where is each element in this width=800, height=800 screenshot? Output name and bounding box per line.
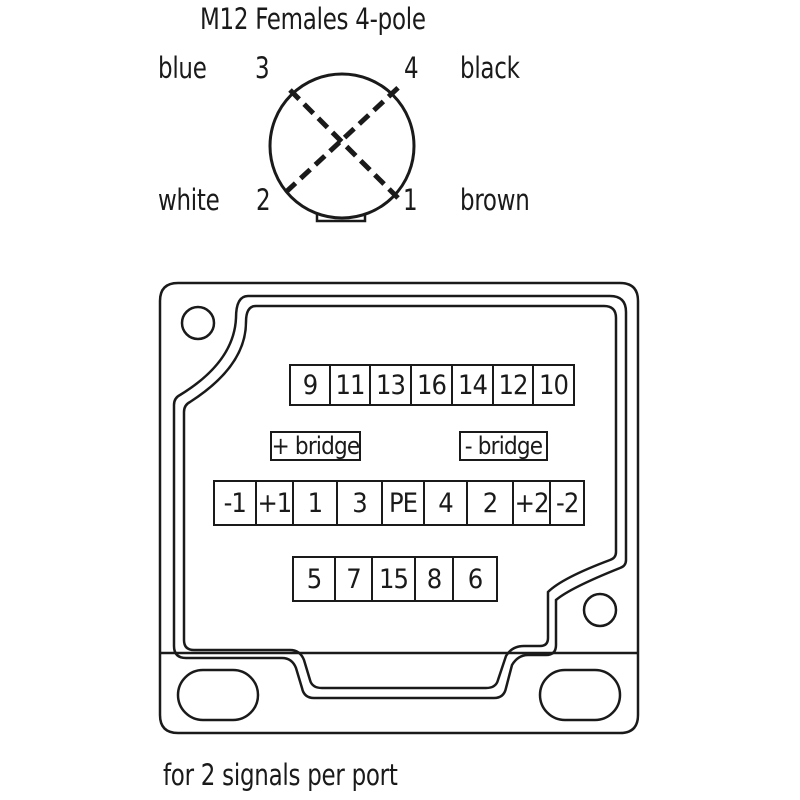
terminal-4: 4 bbox=[425, 482, 469, 524]
pin-1-color: brown bbox=[460, 183, 530, 217]
terminal-1: 1 bbox=[294, 482, 338, 524]
pin-2-number: 2 bbox=[256, 183, 271, 217]
terminal-minus-1: -1 bbox=[215, 482, 257, 524]
terminal-6: 6 bbox=[467, 563, 483, 595]
pin-4-number: 4 bbox=[404, 51, 419, 85]
pin-2-color: white bbox=[158, 183, 220, 217]
pin-3-number: 3 bbox=[255, 51, 270, 85]
terminal-2: 2 bbox=[468, 482, 514, 524]
terminal-minus-2: -2 bbox=[556, 487, 579, 519]
pin-4-color: black bbox=[460, 51, 520, 85]
m12-connector-face bbox=[268, 72, 416, 223]
terminal-3: 3 bbox=[338, 482, 384, 524]
pin-1-number: 1 bbox=[403, 183, 418, 217]
plus-bridge: + bridge bbox=[270, 431, 361, 461]
caption: for 2 signals per port bbox=[163, 758, 398, 792]
terminal-5: 5 bbox=[294, 558, 336, 600]
terminal-14: 14 bbox=[453, 366, 494, 404]
terminal-12: 12 bbox=[494, 366, 534, 404]
terminal-10: 10 bbox=[539, 369, 569, 401]
terminal-15: 15 bbox=[373, 558, 416, 600]
terminal-13: 13 bbox=[371, 366, 412, 404]
terminal-plus-1: +1 bbox=[257, 482, 295, 524]
terminal-plus-2: +2 bbox=[514, 482, 552, 524]
minus-bridge: - bridge bbox=[459, 431, 548, 461]
terminal-7: 7 bbox=[336, 558, 373, 600]
junction-box-housing bbox=[158, 281, 640, 735]
terminal-9: 9 bbox=[291, 366, 331, 404]
connector-title: M12 Females 4-pole bbox=[200, 2, 426, 36]
terminal-pe: PE bbox=[383, 482, 425, 524]
pin-3-color: blue bbox=[158, 51, 207, 85]
terminal-row-top: 9 11 13 16 14 12 10 bbox=[289, 364, 575, 406]
terminal-11: 11 bbox=[331, 366, 371, 404]
terminal-row-middle: -1 +1 1 3 PE 4 2 +2 -2 bbox=[213, 480, 585, 526]
terminal-row-bottom: 5 7 15 8 6 bbox=[292, 556, 498, 602]
terminal-8: 8 bbox=[416, 558, 454, 600]
terminal-16: 16 bbox=[412, 366, 453, 404]
